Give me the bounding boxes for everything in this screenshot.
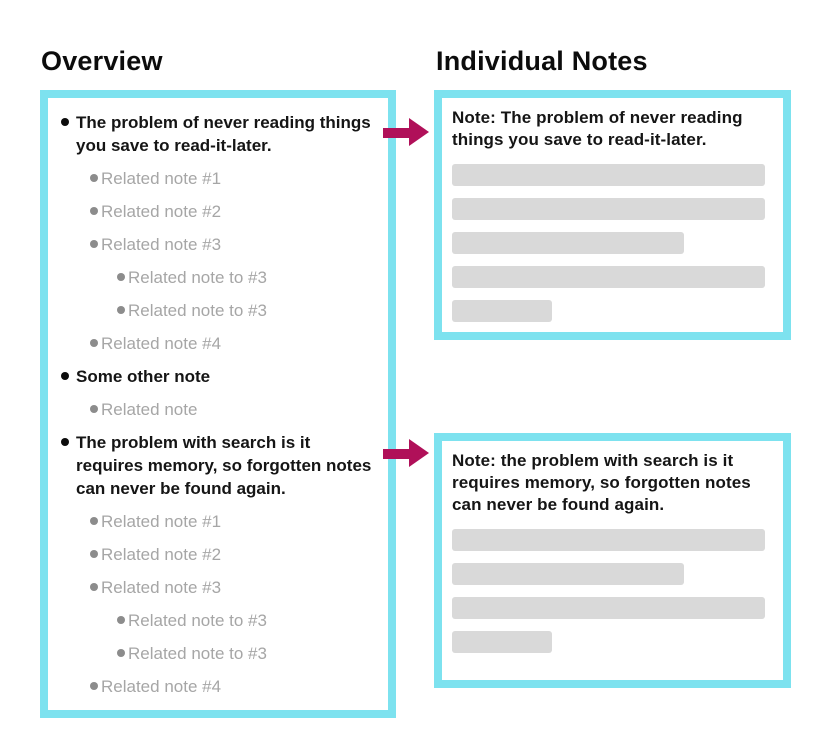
placeholder-text-bar [452,529,765,551]
overview-title: Overview [41,46,163,76]
individual-notes-title: Individual Notes [436,46,648,76]
overview-panel: The problem of never reading things you … [40,90,396,718]
outline-item-main: The problem of never reading things you … [56,111,376,157]
note-card-2: Note: the problem with search is it requ… [434,433,791,688]
note-card-2-placeholder-bars [452,529,765,653]
bullet-icon [117,306,125,314]
bullet-icon [90,682,98,690]
placeholder-text-bar [452,164,765,186]
outline-item-related: Related note #3 [86,576,376,599]
bullet-icon [90,405,98,413]
outline-item-related: Related note to #3 [113,609,376,632]
placeholder-text-bar [452,300,553,322]
note-card-2-text: Note: the problem with search is it requ… [452,451,751,514]
bullet-icon [90,583,98,591]
bullet-icon [90,174,98,182]
outline-item-label: Related note #1 [101,169,222,188]
arrow-to-note-1-icon [383,118,429,147]
outline-item-label: Related note #3 [101,235,222,254]
outline-item-related: Related note #3 [86,233,376,256]
outline-item-related: Related note to #3 [113,266,376,289]
outline-item-related: Related note to #3 [113,299,376,322]
arrow-shaft [383,449,410,459]
outline-item-related: Related note #2 [86,543,376,566]
note-card-1-placeholder-bars [452,164,765,322]
outline-item-main: The problem with search is it requires m… [56,431,376,500]
placeholder-text-bar [452,266,765,288]
outline-item-related: Related note #4 [86,675,376,698]
outline-item-label: Related note to #3 [128,644,267,663]
bullet-icon [117,273,125,281]
outline-item-label: Related note #2 [101,545,222,564]
bullet-icon [90,240,98,248]
outline-item-label: Related note #4 [101,334,222,353]
arrow-head [409,439,429,467]
outline-item-label: The problem with search is it requires m… [76,433,372,498]
outline-item-label: Related note #2 [101,202,222,221]
placeholder-text-bar [452,563,684,585]
placeholder-text-bar [452,631,553,653]
placeholder-text-bar [452,198,765,220]
outline-item-label: Related note to #3 [128,268,267,287]
outline-item-label: Related note #1 [101,512,222,531]
outline-item-main: Some other note [56,365,376,388]
bullet-icon [61,118,69,126]
placeholder-text-bar [452,597,765,619]
outline-item-label: Related note [101,400,198,419]
bullet-icon [117,649,125,657]
arrow-shaft [383,128,410,138]
outline-item-related: Related note #1 [86,510,376,533]
outline-item-related: Related note to #3 [113,642,376,665]
outline-item-related: Related note #2 [86,200,376,223]
bullet-icon [90,207,98,215]
bullet-icon [90,550,98,558]
outline-item-label: Related note #3 [101,578,222,597]
bullet-icon [117,616,125,624]
note-card-1-text: Note: The problem of never reading thing… [452,108,743,149]
outline-item-label: Related note to #3 [128,611,267,630]
bullet-icon [90,517,98,525]
outline-item-related: Related note #4 [86,332,376,355]
arrow-head [409,118,429,146]
outline-item-related: Related note #1 [86,167,376,190]
outline-item-label: Some other note [76,367,211,386]
bullet-icon [90,339,98,347]
outline-item-label: Related note #4 [101,677,222,696]
outline-list: The problem of never reading things you … [56,111,376,698]
bullet-icon [61,372,69,380]
bullet-icon [61,438,69,446]
note-card-1: Note: The problem of never reading thing… [434,90,791,340]
outline-item-label: Related note to #3 [128,301,267,320]
outline-item-related: Related note [86,398,376,421]
outline-item-label: The problem of never reading things you … [76,113,371,155]
placeholder-text-bar [452,232,684,254]
arrow-to-note-2-icon [383,439,429,468]
